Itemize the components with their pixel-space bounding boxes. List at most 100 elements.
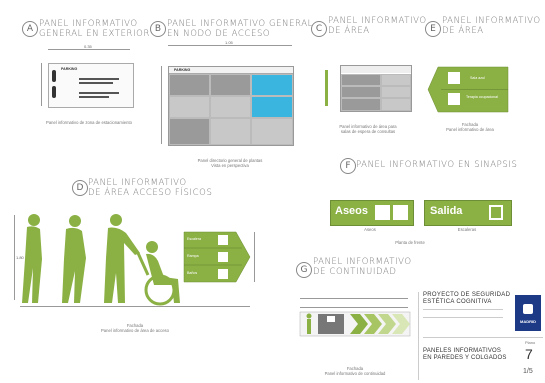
salida-sign: Salida [424,200,512,226]
panel-cell [210,118,251,145]
section-a-panel: PARKING [48,63,134,108]
section-c-caption: Panel informativo de área para salas de … [318,124,418,134]
project-title-line1: PROYECTO DE SEGURIDAD [423,292,511,298]
panel-cell [381,86,411,98]
section-e-caption: Fachada Panel informativo de área [425,122,515,132]
section-b-title-line2: EN NODO DE ACCESO [167,29,271,39]
section-e-row-2: Terapia ocupacional [466,95,498,99]
section-e-caption-line1: Fachada [461,122,479,127]
project-title-line2: ESTÉTICA COGNITIVA [423,299,492,305]
person-icon-2 [52,86,56,98]
section-d-caption: Fachada Panel informativo de área de acc… [70,323,200,333]
project-title: PROYECTO DE SEGURIDAD ESTÉTICA COGNITIVA [423,292,510,306]
section-c-letter: C [311,21,327,37]
section-b-width: 1.05 [225,40,233,45]
section-e-letter: E [425,21,441,37]
section-c-side-view [325,70,328,106]
drawing-title-line1: PANELES INFORMATIVOS [423,348,502,354]
plan-label: Plano [525,340,536,345]
section-b-caption-line1: Panel directorio general de plantas [197,158,263,163]
section-d-title: PANEL INFORMATIVO DE ÁREA ACCESO FÍSICOS [88,178,212,198]
section-e-title-line1: PANEL INFORMATIVO [442,16,541,26]
title-block: PROYECTO DE SEGURIDAD ESTÉTICA COGNITIVA… [418,292,543,380]
section-e-title: PANEL INFORMATIVO DE ÁREA [442,16,541,36]
sheet-number: 1/5 [523,368,533,375]
section-d-height: 1.80 [16,255,24,260]
panel-cell [251,74,293,96]
panel-cell [341,86,381,98]
panel-cell [169,118,210,145]
section-d-row-2: Rampa [187,254,199,258]
drawing-title-line2: EN PAREDES Y COLGADOS [423,355,507,361]
section-g-letter: G [296,262,312,278]
section-a-title-line1: PANEL INFORMATIVO [39,19,138,29]
section-d-letter: D [72,180,88,196]
section-e-row-1: Sala azul [470,76,485,80]
section-e-title-line2: DE ÁREA [442,26,484,36]
section-g-title-line2: DE CONTINUIDAD [313,267,397,277]
section-d-title-line2: DE ÁREA ACCESO FÍSICOS [88,188,213,198]
panel-cell [251,96,293,118]
panel-cell [169,74,210,96]
wheelchair-icon [375,205,390,220]
section-d-caption-line1: Fachada [126,323,144,328]
section-c-caption-line2: salas de espera de consultas [340,129,396,134]
section-a-title-line2: GENERAL EN EXTERIOR [39,29,150,39]
section-b-panel: PARKING [168,66,294,146]
aseos-sign: Aseos [330,200,414,226]
section-e-arrow-panel [427,66,509,113]
panel-cell [341,98,381,111]
continuity-panel [299,311,411,337]
exit-door-icon [489,205,503,220]
panel-cell [381,74,411,86]
salida-label: Salida [430,205,463,217]
section-d-row-3: Baños [187,271,198,275]
section-a-width: 0.35 [84,44,92,49]
human-silhouettes [22,214,180,306]
section-g-caption-line1: Fachada [346,366,364,371]
section-g-caption: Fachada Panel informativo de continuidad [300,366,410,376]
section-g-caption-line2: Panel informativo de continuidad [324,371,386,376]
panel-cell [251,118,293,145]
panel-cell [341,74,381,86]
section-c-panel [340,65,412,112]
section-b-caption: Panel directorio general de plantas Vist… [170,158,290,168]
section-a-caption: Panel informativo de zona de estacionami… [46,120,132,125]
section-c-title-line2: DE ÁREA [328,26,370,36]
section-a-panel-label: PARKING [61,67,78,71]
section-b-panel-label: PARKING [174,68,191,72]
section-c-title-line1: PANEL INFORMATIVO [328,16,427,26]
section-g-title: PANEL INFORMATIVO DE CONTINUIDAD [313,257,412,277]
person-icon [52,70,56,82]
section-c-caption-line1: Panel informativo de área para [339,124,397,129]
section-d-arrow-panel [183,231,251,283]
section-d-row-1: Escalera [187,237,201,241]
section-c-title: PANEL INFORMATIVO DE ÁREA [328,16,427,36]
drawing-title: PANELES INFORMATIVOS EN PAREDES Y COLGAD… [423,348,507,362]
section-a-letter: A [22,21,38,37]
section-b-title: PANEL INFORMATIVO GENERAL EN NODO DE ACC… [167,19,313,39]
madrid-logo: MADRID [515,295,541,331]
section-b-caption-line2: Vista en perspectiva [211,163,249,168]
panel-cell [169,96,210,118]
panel-cell [381,98,411,111]
section-f-letter: F [340,158,356,174]
section-d-title-line1: PANEL INFORMATIVO [88,178,187,188]
panel-cell [210,74,251,96]
section-d-caption-line2: Panel informativo de área de acceso [101,328,169,333]
plan-number: 7 [525,346,533,362]
section-f-title: PANEL INFORMATIVO EN SINAPSIS [356,160,518,170]
section-f-sub-caption: Planta de frente [395,240,425,245]
section-g-title-line1: PANEL INFORMATIVO [313,257,412,267]
section-f-caption-2: Escaleras [457,227,477,232]
toilet-people-icon [393,205,408,220]
section-e-caption-line2: Panel informativo de área [446,127,494,132]
section-b-letter: B [150,21,166,37]
aseos-label: Aseos [335,205,369,217]
section-b-title-line1: PANEL INFORMATIVO GENERAL [167,19,313,29]
section-a-title: PANEL INFORMATIVO GENERAL EN EXTERIOR [39,19,150,39]
panel-cell [210,96,251,118]
madrid-label: MADRID [520,319,536,324]
madrid-emblem-icon [523,304,533,314]
section-f-caption-1: Aseos [364,227,376,232]
